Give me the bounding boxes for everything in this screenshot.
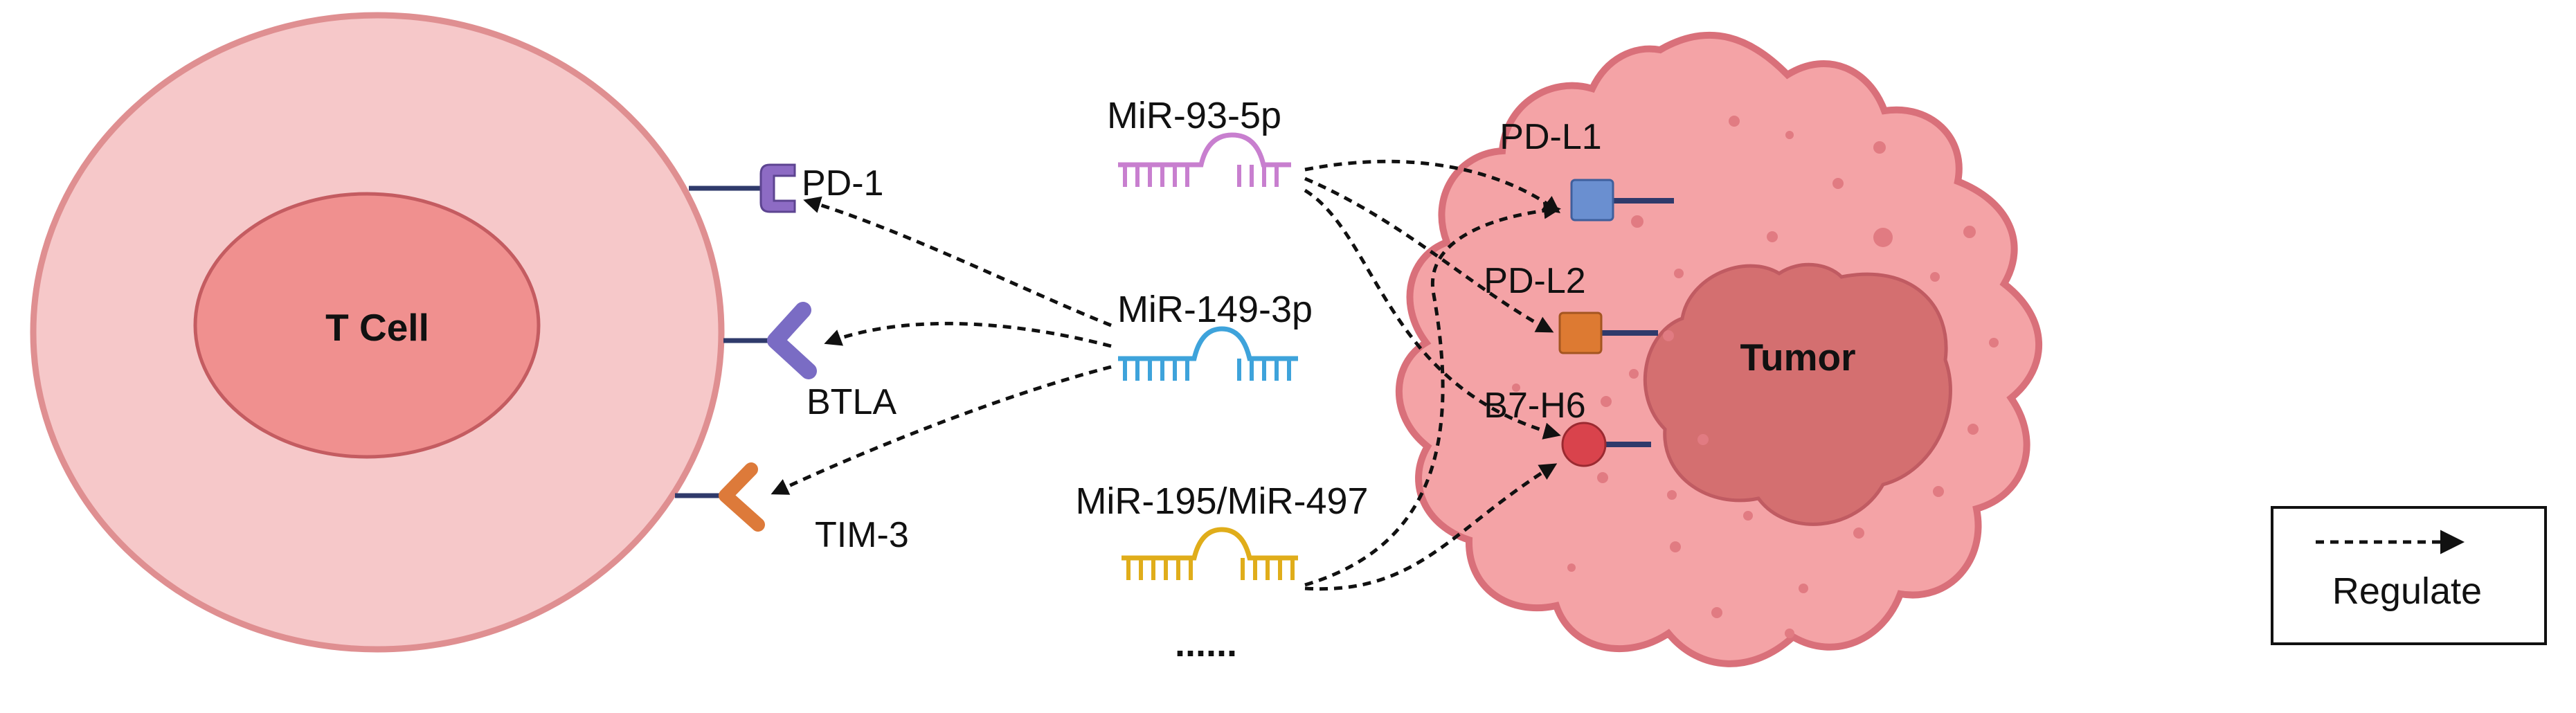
arrow-mir93-to-b7h6 — [1304, 188, 1561, 440]
arrow-mir195-to-b7h6 — [1304, 463, 1558, 591]
pd1-receptor-icon — [759, 163, 796, 213]
pdl2-ligand-icon — [1558, 312, 1603, 354]
b7h6-ligand — [1561, 422, 1651, 467]
mir195-molecule — [1122, 527, 1298, 580]
t-cell-label: T Cell — [325, 306, 429, 349]
tim3-receptor-icon — [719, 462, 765, 532]
tim3-receptor — [675, 462, 765, 532]
legend-box — [2271, 506, 2547, 645]
arrow-mir93-to-pdl1 — [1304, 159, 1561, 213]
arrow-mir149-to-tim3 — [771, 365, 1112, 495]
pdl1-ligand — [1570, 179, 1674, 222]
t-cell-nucleus — [193, 192, 541, 459]
tumor-nucleus — [1643, 262, 1952, 526]
legend: Regulate — [2271, 506, 2547, 645]
legend-label: Regulate — [2332, 570, 2482, 612]
arrow-mir149-to-pd1 — [803, 196, 1112, 327]
mir195-label: MiR-195/MiR-497 — [1075, 480, 1368, 522]
pd1-receptor — [689, 163, 796, 213]
mir149-molecule — [1118, 326, 1298, 381]
pdl2-label: PD-L2 — [1484, 261, 1585, 301]
btla-receptor-icon — [767, 302, 817, 379]
b7h6-label: B7-H6 — [1484, 386, 1585, 426]
b7h6-ligand-icon — [1561, 422, 1607, 467]
mir149-label: MiR-149-3p — [1117, 289, 1313, 330]
pd1-label: PD-1 — [802, 163, 883, 204]
pdl2-ligand — [1558, 312, 1658, 354]
mir93-label: MiR-93-5p — [1107, 95, 1281, 136]
pdl1-ligand-icon — [1570, 179, 1614, 222]
btla-receptor — [723, 302, 817, 379]
arrow-mir149-to-btla — [824, 321, 1112, 348]
arrow-mir93-to-pdl2 — [1304, 177, 1554, 333]
btla-label: BTLA — [807, 382, 897, 422]
tumor-label: Tumor — [1740, 336, 1855, 379]
more-mirnas-ellipsis: ...... — [1175, 623, 1237, 665]
tumor-cell: Tumor — [1395, 31, 2043, 667]
regulation-arrows — [771, 159, 1561, 591]
pdl1-label: PD-L1 — [1499, 117, 1601, 157]
tim3-label: TIM-3 — [815, 515, 909, 555]
mir93-molecule — [1118, 132, 1291, 187]
t-cell: T Cell — [30, 12, 725, 653]
arrow-mir195-to-pdl1 — [1304, 201, 1561, 587]
